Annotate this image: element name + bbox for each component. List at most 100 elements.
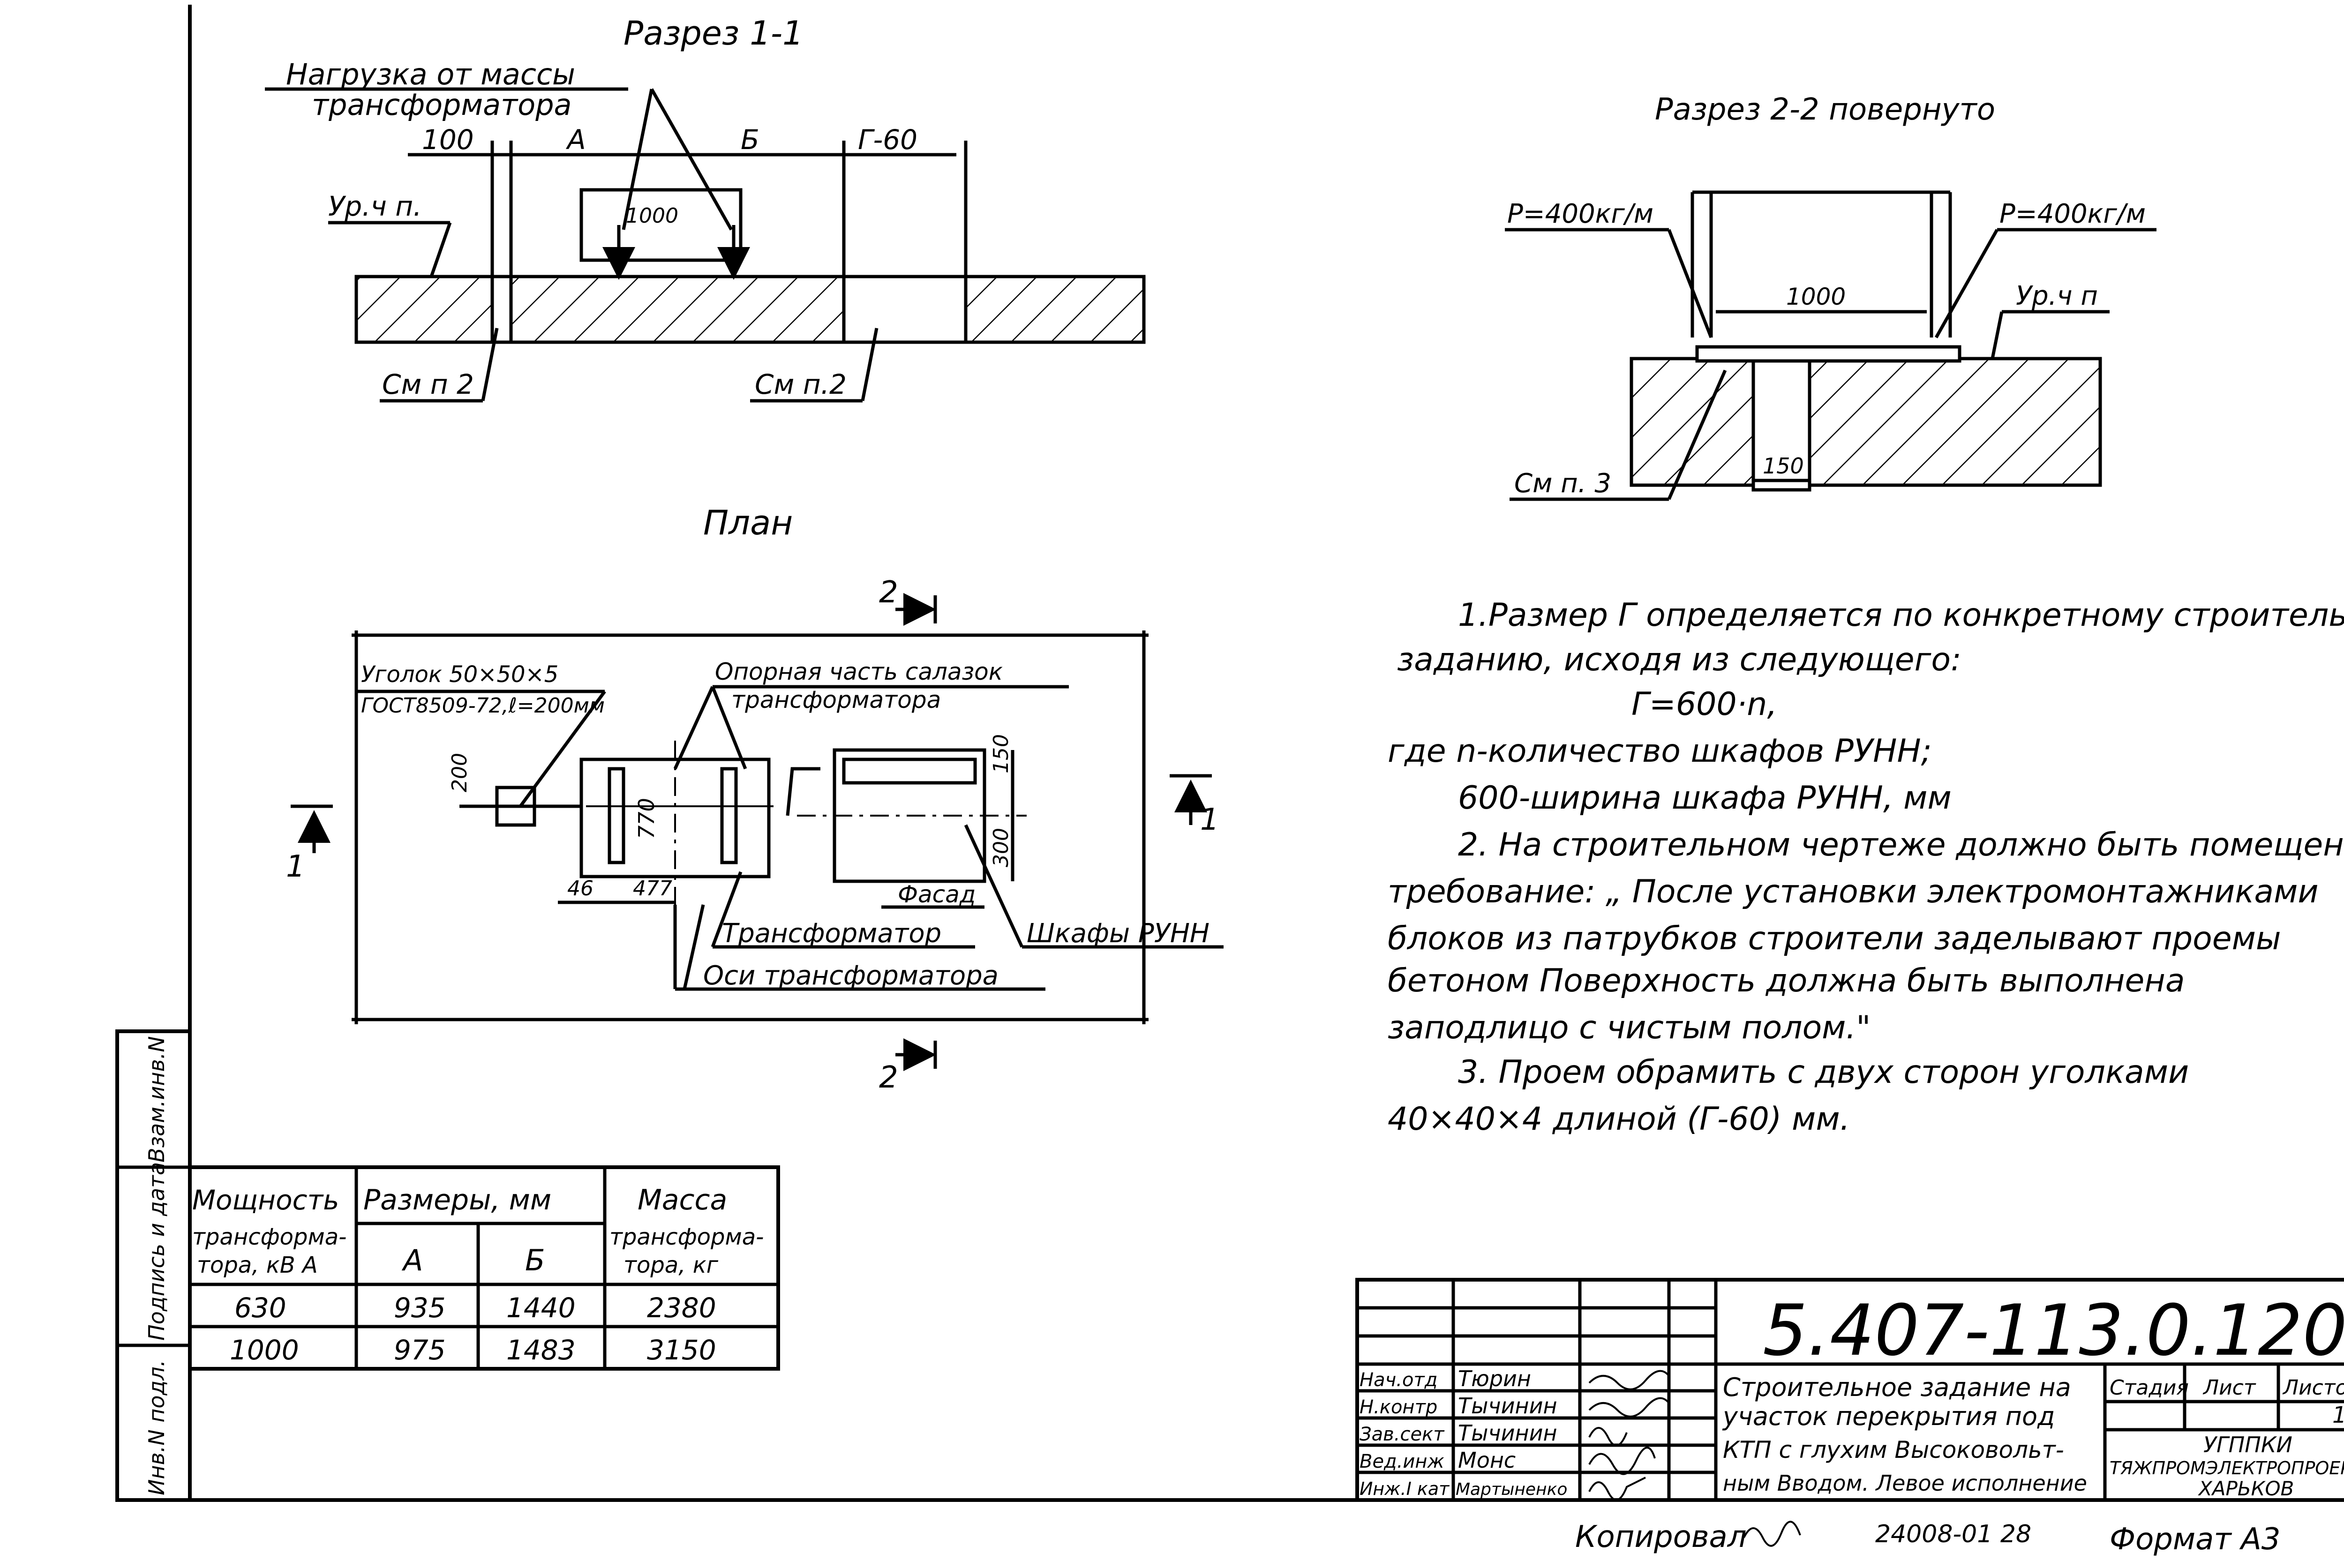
angle-label-1: Уголок 50×50×5 bbox=[361, 661, 558, 688]
note-line-7: требование: „ После установки электромон… bbox=[1388, 873, 2319, 910]
th-power-1: Мощность bbox=[192, 1184, 339, 1216]
plan-view: План 2 2 1 1 Уголок 50×50×5 ГОСТ8509-72,… bbox=[286, 503, 1224, 1095]
row2-b: 1483 bbox=[506, 1334, 576, 1366]
signer-4-name: Монс bbox=[1458, 1448, 1516, 1473]
load-left-s2: Р=400кг/м bbox=[1507, 199, 1653, 229]
signatures bbox=[1588, 1370, 1670, 1501]
row2-a: 975 bbox=[394, 1334, 446, 1366]
load-right-s2: Р=400кг/м bbox=[1999, 199, 2146, 229]
margin-podpis: Подпись и дата bbox=[144, 1162, 169, 1341]
th-sizes: Размеры, мм bbox=[363, 1184, 551, 1216]
dim-100: 100 bbox=[422, 124, 474, 156]
dim-770: 770 bbox=[634, 798, 659, 839]
note-line-6: 2. На строительном чертеже должно быть п… bbox=[1458, 826, 2344, 863]
dim-a: А bbox=[565, 124, 586, 156]
transformer-table: Мощность трансформа- тора, кВ А Размеры,… bbox=[188, 1165, 780, 1371]
dim-150-plan: 150 bbox=[989, 734, 1013, 773]
desc-line-1: Строительное задание на bbox=[1723, 1373, 2071, 1402]
margin-vzam: Взам.инв.N bbox=[144, 1036, 169, 1163]
sheet-label: Лист bbox=[2202, 1376, 2256, 1400]
dim-b: Б bbox=[741, 124, 759, 156]
note-line-12: 40×40×4 длиной (Г-60) мм. bbox=[1388, 1101, 1850, 1138]
section-1-1: Разрез 1-1 Нагрузка от массы трансформат… bbox=[265, 14, 1146, 403]
sheets-value: 1 bbox=[2332, 1402, 2344, 1428]
transformer-label: Трансформатор bbox=[722, 918, 941, 949]
doc-number: 5.407-113.0.120Д bbox=[1763, 1290, 2344, 1372]
th-a: А bbox=[401, 1243, 423, 1277]
note-line-1: 1.Размер Г определяется по конкретному с… bbox=[1458, 597, 2344, 634]
note-line-11: 3. Проем обрамить с двух сторон уголками bbox=[1458, 1054, 2189, 1091]
th-b: Б bbox=[525, 1243, 545, 1277]
dim-477: 477 bbox=[633, 877, 672, 900]
dim-300-plan: 300 bbox=[989, 828, 1013, 867]
section-2-2: Разрез 2-2 повернуто Р=400кг/м Р=400кг/м… bbox=[1505, 92, 2156, 501]
row2-power: 1000 bbox=[230, 1334, 299, 1366]
signer-1-name: Тюрин bbox=[1458, 1366, 1531, 1391]
section-1-1-title: Разрез 1-1 bbox=[624, 14, 804, 53]
th-mass-1: Масса bbox=[638, 1184, 727, 1216]
org-line-2: ТЯЖПРОМЭЛЕКТРОПРОЕКТ bbox=[2110, 1458, 2344, 1478]
th-mass-3: тора, кг bbox=[624, 1252, 719, 1278]
axes-label: Оси трансформатора bbox=[703, 960, 999, 991]
ref-s2: См п. 3 bbox=[1514, 468, 1611, 499]
signer-1-role: Нач.отд bbox=[1360, 1369, 1437, 1391]
section-2-2-title: Разрез 2-2 повернуто bbox=[1655, 92, 1995, 127]
footer-copied: Копировал bbox=[1575, 1520, 1747, 1554]
footer: Копировал 24008-01 28 Формат А3 bbox=[1575, 1520, 2281, 1557]
note-line-10: заподлицо с чистым полом." bbox=[1388, 1009, 1871, 1046]
marker-2-bottom: 2 bbox=[879, 1060, 898, 1095]
dim-g60: Г-60 bbox=[858, 124, 917, 156]
row1-mass: 2380 bbox=[647, 1292, 716, 1324]
support-label-1: Опорная часть салазок bbox=[715, 658, 1003, 685]
row2-mass: 3150 bbox=[647, 1334, 716, 1366]
desc-line-3: КТП с глухим Высоковольт- bbox=[1723, 1436, 2064, 1463]
signer-2-role: Н.контр bbox=[1360, 1396, 1437, 1418]
row1-power: 630 bbox=[234, 1292, 286, 1324]
floor-level-s1: Ур.ч п. bbox=[328, 190, 422, 222]
note-line-5: 600-ширина шкафа РУНН, мм bbox=[1458, 780, 1952, 817]
marker-2-top: 2 bbox=[879, 575, 898, 610]
th-power-2: трансформа- bbox=[192, 1224, 346, 1250]
signer-3-name: Тычинин bbox=[1458, 1420, 1557, 1446]
org-line-1: УГППКИ bbox=[2203, 1432, 2292, 1457]
floor-level-s2: Ур.ч п bbox=[2016, 281, 2098, 311]
footer-format: Формат А3 bbox=[2110, 1522, 2281, 1557]
copier-signature bbox=[1743, 1521, 1801, 1547]
note-line-3: Г=600·n, bbox=[1631, 686, 1777, 723]
sheets-label: Листов bbox=[2282, 1376, 2344, 1400]
dim-1000-s1: 1000 bbox=[626, 204, 678, 228]
margin-inv: Инв.N подл. bbox=[144, 1360, 169, 1495]
section-1-1-load-label-2: трансформатора bbox=[312, 88, 572, 122]
ref-left-s1: См п 2 bbox=[382, 368, 474, 400]
signer-4-role: Вед.инж bbox=[1360, 1451, 1444, 1472]
marker-1-right: 1 bbox=[1200, 803, 1219, 837]
org-line-3: ХАРЬКОВ bbox=[2198, 1477, 2294, 1500]
row1-b: 1440 bbox=[506, 1292, 576, 1324]
note-line-8: блоков из патрубков строители заделывают… bbox=[1388, 920, 2281, 957]
stage-label: Стадия bbox=[2110, 1376, 2189, 1400]
notes: 1.Размер Г определяется по конкретному с… bbox=[1388, 597, 2344, 1138]
marker-1-left: 1 bbox=[286, 849, 305, 884]
dim-46: 46 bbox=[567, 877, 594, 900]
dim-1000-s2: 1000 bbox=[1786, 283, 1846, 310]
desc-line-4: ным Вводом. Левое исполнение bbox=[1723, 1470, 2087, 1496]
dim-200: 200 bbox=[448, 753, 472, 792]
footer-code: 24008-01 28 bbox=[1875, 1520, 2031, 1548]
signer-5-name: Мартыненко bbox=[1456, 1480, 1567, 1499]
th-power-3: тора, кВ А bbox=[197, 1252, 318, 1278]
angle-label-2: ГОСТ8509-72,ℓ=200мм bbox=[361, 694, 605, 718]
note-line-9: бетоном Поверхность должна быть выполнен… bbox=[1388, 962, 2185, 999]
signer-2-name: Тычинин bbox=[1458, 1393, 1557, 1418]
note-line-2: заданию, исходя из следующего: bbox=[1397, 641, 1961, 678]
signer-5-role: Инж.I кат bbox=[1360, 1478, 1450, 1499]
cabinets-label: Шкафы РУНН bbox=[1027, 918, 1210, 949]
th-mass-2: трансформа- bbox=[609, 1224, 764, 1250]
row1-a: 935 bbox=[394, 1292, 446, 1324]
note-line-4: где n-количество шкафов РУНН; bbox=[1388, 733, 1931, 770]
section-1-1-load-label-1: Нагрузка от массы bbox=[286, 57, 575, 91]
signer-3-role: Зав.сект bbox=[1360, 1424, 1445, 1445]
title-block: 5.407-113.0.120Д Нач.отд Тюрин Н.контр Т… bbox=[1355, 1278, 2344, 1502]
left-margin-strip: Взам.инв.N Подпись и дата Инв.N подл. bbox=[115, 1029, 192, 1502]
desc-line-2: участок перекрытия под bbox=[1722, 1402, 2055, 1431]
